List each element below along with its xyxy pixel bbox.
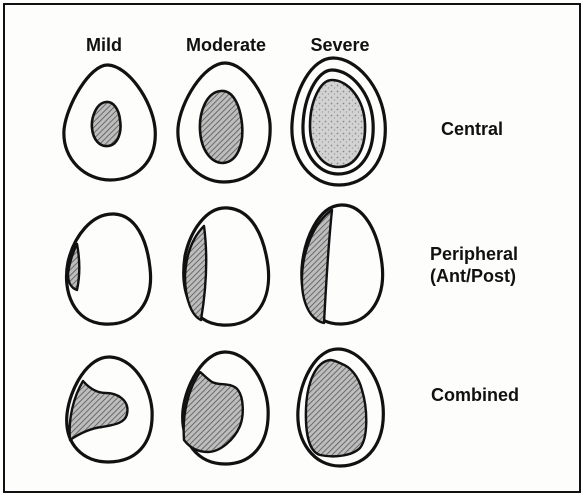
combined-severe-shape xyxy=(298,349,383,466)
central-moderate-shape xyxy=(178,63,270,182)
peripheral-severe-shape xyxy=(302,205,383,324)
combined-mild-shape xyxy=(67,357,152,462)
peripheral-moderate-shape xyxy=(184,208,269,325)
combined-moderate-shape xyxy=(183,352,268,464)
central-mild-shape xyxy=(64,65,155,180)
row-label-combined: Combined xyxy=(431,384,519,406)
central-severe-shape xyxy=(292,58,385,185)
peripheral-mild-shape xyxy=(67,214,151,324)
row-label-central: Central xyxy=(441,118,503,140)
column-header-mild: Mild xyxy=(86,34,122,56)
column-header-severe: Severe xyxy=(310,34,369,56)
row-label-peripheral: Peripheral (Ant/Post) xyxy=(430,243,518,287)
row-label-peripheral-line2: (Ant/Post) xyxy=(430,265,518,287)
column-header-moderate: Moderate xyxy=(186,34,266,56)
row-label-peripheral-line1: Peripheral xyxy=(430,243,518,265)
